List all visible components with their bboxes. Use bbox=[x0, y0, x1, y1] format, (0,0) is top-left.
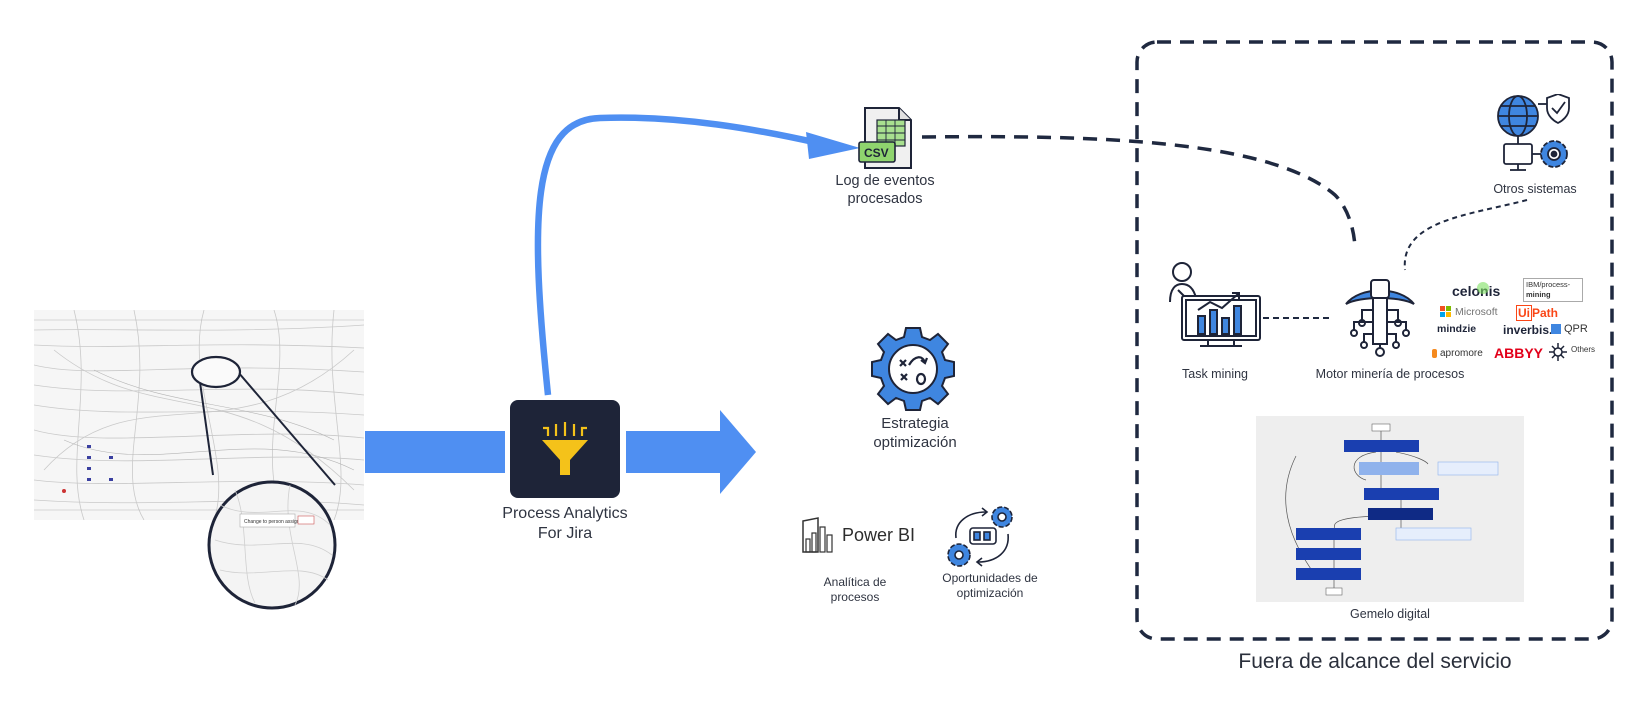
connector-csv-to-motor bbox=[921, 134, 1357, 251]
pa-label-line1: Process Analytics bbox=[502, 505, 628, 522]
connector-otros-to-motor bbox=[1403, 199, 1528, 271]
others-asterisk-icon bbox=[1549, 343, 1567, 361]
abbyy-logo: ABBYY bbox=[1494, 345, 1544, 361]
otros-sistemas-icon bbox=[1497, 94, 1570, 171]
apromore-mark-icon bbox=[1432, 349, 1437, 358]
zoom-callout: Change to person assigned bbox=[190, 355, 337, 610]
process-analytics-logo bbox=[510, 400, 620, 498]
otros-sistemas-label: Otros sistemas bbox=[1493, 182, 1577, 196]
estrategia-line2: optimización bbox=[873, 433, 957, 451]
opportunities-gears-icon bbox=[947, 506, 1013, 567]
digital-twin-thumbnail bbox=[1256, 416, 1524, 602]
mindzie-logo: mindzie bbox=[1437, 323, 1477, 335]
uipath-ui: Ui bbox=[1516, 305, 1532, 321]
log-label-line2: procesados bbox=[847, 191, 923, 208]
oportunidades-line2: optimización bbox=[956, 586, 1024, 600]
scope-boundary bbox=[1135, 40, 1614, 641]
oportunidades-label: Oportunidades de optimización bbox=[925, 571, 1055, 601]
log-label-line1: Log de eventos bbox=[835, 173, 935, 189]
digital-twin-graph bbox=[1285, 423, 1499, 596]
task-mining-label: Task mining bbox=[1182, 367, 1248, 381]
ibm-line2: mining bbox=[1526, 290, 1551, 299]
estrategia-label: Estrategia optimización bbox=[840, 415, 990, 453]
powerbi-icon bbox=[802, 517, 833, 553]
vendor-logos: celonis IBM/process- mining Microsoft Ui… bbox=[1430, 278, 1595, 368]
flow-bar-output bbox=[626, 431, 721, 473]
analitica-line1: Analítica de bbox=[823, 575, 887, 589]
flow-bar-input bbox=[365, 431, 505, 473]
apromore-logo: apromore bbox=[1440, 348, 1483, 359]
oportunidades-line1: Oportunidades de bbox=[942, 571, 1038, 585]
zoom-callout-text: Change to person assigned bbox=[244, 519, 305, 525]
others-logo: Others bbox=[1571, 345, 1596, 354]
strategy-gear-icon bbox=[871, 327, 955, 411]
qpr-logo: QPR bbox=[1564, 323, 1588, 335]
flow-arrow-to-csv-head bbox=[806, 132, 860, 159]
pa-label-line2: For Jira bbox=[537, 525, 593, 542]
out-of-scope-label: Fuera de alcance del servicio bbox=[1238, 650, 1512, 673]
celonis-mark-icon bbox=[1477, 282, 1489, 294]
process-map-thumbnail bbox=[34, 310, 364, 520]
ibm-line1: IBM/process- bbox=[1526, 280, 1571, 289]
microsoft-mark-icon bbox=[1440, 306, 1452, 318]
csv-badge: CSV bbox=[864, 146, 889, 160]
inverbis-logo: inverbis. bbox=[1503, 323, 1553, 337]
gemelo-label: Gemelo digital bbox=[1350, 607, 1430, 621]
process-analytics-label: Process Analytics For Jira bbox=[480, 504, 650, 544]
motor-label: Motor minería de procesos bbox=[1315, 367, 1465, 381]
process-mining-engine-icon bbox=[1345, 279, 1415, 357]
process-map-lines bbox=[34, 310, 364, 520]
flow-arrow-to-csv bbox=[534, 114, 819, 396]
powerbi-wordmark: Power BI bbox=[842, 525, 916, 545]
flow-bar-output-head bbox=[720, 410, 756, 494]
uipath-path: Path bbox=[1532, 306, 1559, 320]
funnel-icon bbox=[542, 422, 588, 475]
csv-file-icon: CSV bbox=[858, 107, 912, 169]
qpr-mark-icon bbox=[1551, 324, 1561, 334]
task-mining-icon bbox=[1169, 262, 1261, 347]
ibm-process-mining-logo: IBM/process- mining bbox=[1523, 278, 1583, 302]
analitica-line2: procesos bbox=[830, 590, 880, 604]
log-eventos-label: Log de eventos procesados bbox=[810, 172, 960, 208]
analitica-label: Analítica de procesos bbox=[795, 575, 915, 605]
estrategia-line1: Estrategia bbox=[881, 415, 949, 432]
microsoft-logo: Microsoft bbox=[1455, 306, 1498, 318]
